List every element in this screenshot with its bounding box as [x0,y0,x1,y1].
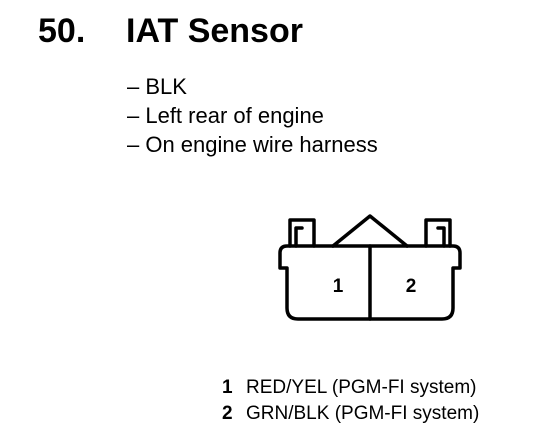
right-latch [424,218,452,248]
component-number: 50. [38,12,86,50]
connector-housing [278,244,462,321]
pin-wire: RED/YEL (PGM-FI system) [246,377,477,398]
component-name: IAT Sensor [126,12,303,50]
terminal-2-label: 2 [406,276,417,297]
detail-color: – BLK [127,74,187,99]
pin-legend: 1 RED/YEL (PGM-FI system) 2 GRN/BLK (PGM-F… [222,375,479,427]
locking-tab [331,214,409,248]
pin-row: 1 RED/YEL (PGM-FI system) [222,375,479,401]
left-latch [288,218,316,248]
page-title: 50. IAT Sensor [38,14,303,48]
pin-number: 2 [222,403,233,424]
terminal-1-label: 1 [333,276,344,297]
detail-harness: – On engine wire harness [127,132,378,157]
pin-wire: GRN/BLK (PGM-FI system) [246,403,480,424]
detail-location: – Left rear of engine [127,103,324,128]
right-latch-inner [436,226,446,248]
component-details: – BLK – Left rear of engine – On engine … [127,72,378,159]
pin-row: 2 GRN/BLK (PGM-FI system) [222,401,479,427]
left-latch-inner [294,226,304,248]
pin-number: 1 [222,377,233,398]
connector-diagram: 1 2 [278,214,462,321]
